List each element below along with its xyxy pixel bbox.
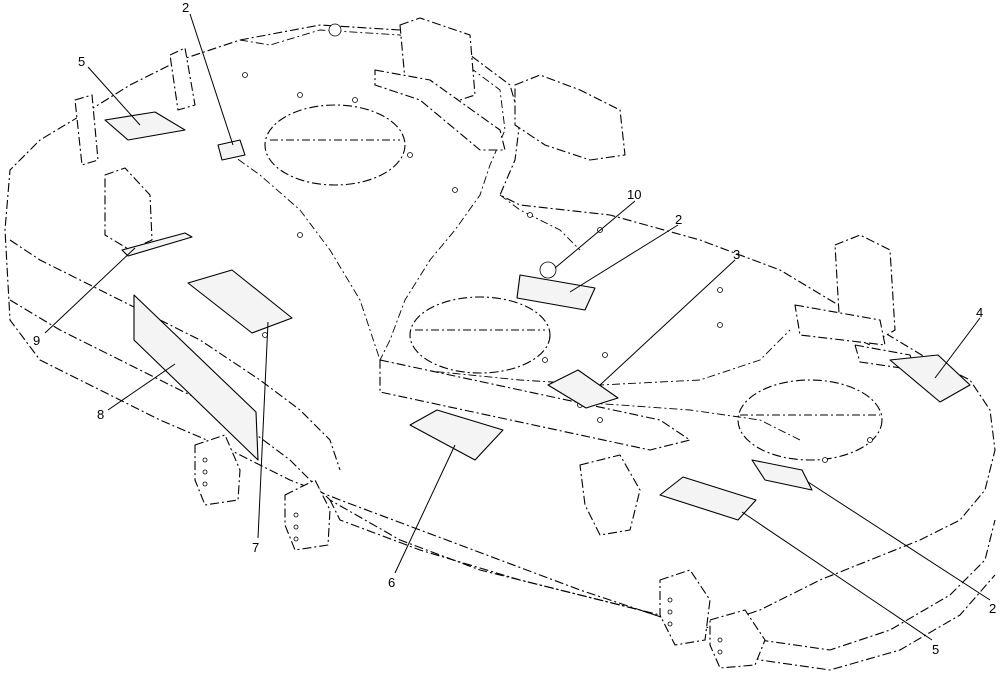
- decal-4: [889, 354, 971, 403]
- mounting-brackets: [74, 17, 916, 669]
- callout-10: 10: [627, 187, 641, 202]
- callout-8: 8: [97, 407, 104, 422]
- callout-3: 3: [733, 247, 740, 262]
- decal-3: [547, 369, 619, 409]
- leader-5-bottom: [741, 511, 933, 641]
- decal-7: [187, 269, 293, 334]
- decal-9: [121, 232, 193, 257]
- callout-4: 4: [976, 305, 983, 320]
- leader-6: [394, 444, 456, 574]
- decal-5-left: [104, 111, 186, 141]
- blade-openings: [264, 104, 883, 461]
- leader-2-top: [189, 13, 234, 146]
- callout-5-left: 5: [78, 54, 85, 69]
- callout-2-mid: 2: [675, 212, 682, 227]
- leader-lines: [44, 13, 991, 641]
- decals: [104, 111, 971, 521]
- decal-2-bottom: [751, 459, 813, 491]
- decal-2-top: [217, 139, 246, 161]
- decal-8: [133, 294, 259, 461]
- leader-3: [599, 259, 736, 386]
- leader-5-left: [87, 66, 141, 126]
- callout-9: 9: [33, 333, 40, 348]
- callout-labels: 2 5 10 2 3 4 9 8 7 6 2 5: [33, 0, 996, 657]
- leader-4: [934, 317, 981, 379]
- callout-2-bottom: 2: [989, 601, 996, 616]
- decal-2-mid: [516, 274, 596, 311]
- callout-2-top: 2: [182, 0, 189, 15]
- leader-7: [257, 321, 269, 539]
- leader-8: [107, 363, 176, 411]
- leader-9: [44, 247, 136, 334]
- leader-2-bottom: [807, 481, 991, 601]
- callout-6: 6: [388, 575, 395, 590]
- decal-6: [409, 409, 504, 461]
- decal-5-bottom: [659, 476, 757, 521]
- ring-part-10: [539, 261, 557, 279]
- leader-10: [554, 200, 636, 269]
- callout-7: 7: [252, 540, 259, 555]
- callout-5-bottom: 5: [932, 642, 939, 657]
- leader-2-mid: [569, 224, 679, 293]
